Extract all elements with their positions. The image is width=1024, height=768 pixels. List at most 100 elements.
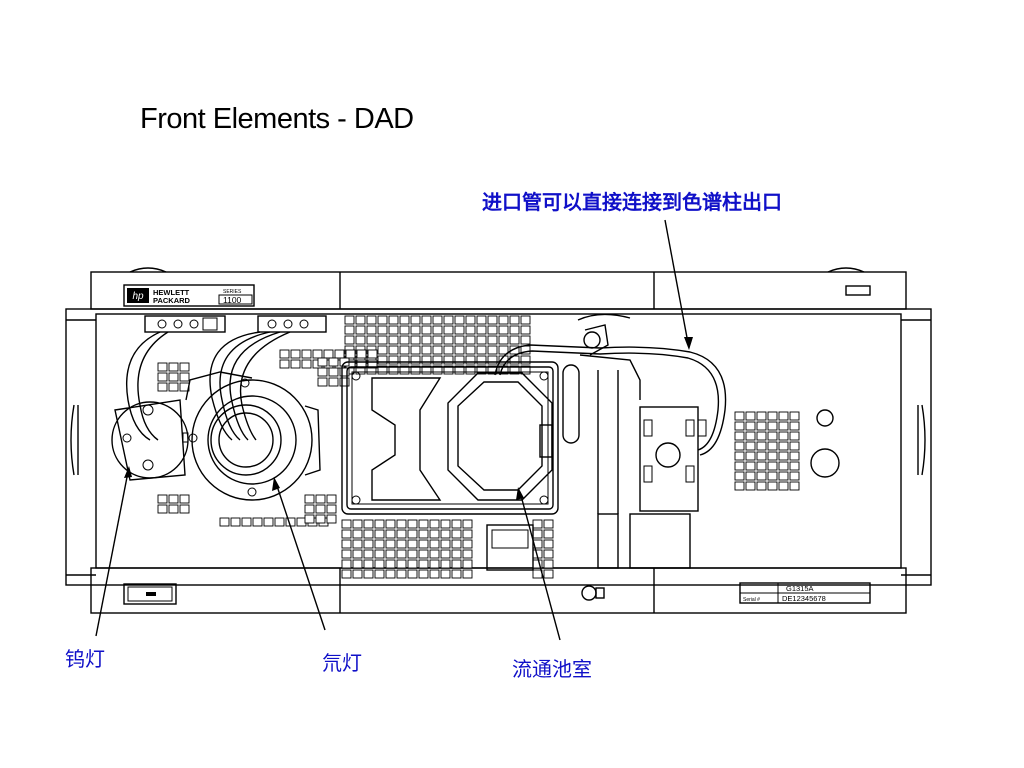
vent-hole bbox=[432, 335, 443, 345]
vent-hole bbox=[778, 481, 789, 491]
vent-hole bbox=[532, 529, 543, 539]
vent-hole bbox=[279, 359, 290, 369]
vent-hole bbox=[168, 362, 179, 372]
vent-hole bbox=[399, 355, 410, 365]
vent-hole bbox=[543, 539, 554, 549]
vent-hole bbox=[341, 549, 352, 559]
vent-hole bbox=[443, 345, 454, 355]
vent-hole bbox=[410, 345, 421, 355]
series-label: SERIES bbox=[223, 289, 242, 295]
vent-hole bbox=[341, 539, 352, 549]
vent-hole bbox=[789, 481, 800, 491]
vent-hole bbox=[451, 559, 462, 569]
vent-hole bbox=[317, 357, 328, 367]
vent-hole bbox=[219, 517, 230, 527]
vent-hole bbox=[410, 315, 421, 325]
vent-hole bbox=[543, 529, 554, 539]
vent-hole bbox=[326, 514, 337, 524]
vent-hole bbox=[157, 504, 168, 514]
vent-hole bbox=[443, 365, 454, 375]
vent-hole bbox=[462, 539, 473, 549]
vent-hole bbox=[476, 345, 487, 355]
vent-hole bbox=[279, 349, 290, 359]
vent-hole bbox=[443, 355, 454, 365]
vent-hole bbox=[312, 349, 323, 359]
vent-hole bbox=[352, 559, 363, 569]
vent-hole bbox=[440, 569, 451, 579]
vent-hole bbox=[451, 519, 462, 529]
vent-hole bbox=[328, 367, 339, 377]
vent-hole bbox=[363, 559, 374, 569]
vent-hole bbox=[157, 382, 168, 392]
vent-hole bbox=[487, 325, 498, 335]
main-frame bbox=[65, 308, 932, 586]
vent-grids bbox=[157, 315, 800, 579]
vent-hole bbox=[377, 355, 388, 365]
vent-hole bbox=[407, 529, 418, 539]
vent-hole bbox=[410, 335, 421, 345]
vent-hole bbox=[429, 519, 440, 529]
vent-hole bbox=[429, 549, 440, 559]
vent-hole bbox=[328, 357, 339, 367]
vent-hole bbox=[374, 539, 385, 549]
vent-hole bbox=[341, 569, 352, 579]
vent-hole bbox=[756, 451, 767, 461]
vent-hole bbox=[498, 335, 509, 345]
vent-hole bbox=[520, 315, 531, 325]
vent-hole bbox=[345, 349, 356, 359]
vent-hole bbox=[509, 345, 520, 355]
vent-hole bbox=[429, 529, 440, 539]
vent-hole bbox=[388, 355, 399, 365]
vent-hole bbox=[432, 345, 443, 355]
svg-text:hp: hp bbox=[132, 291, 144, 302]
vent-hole bbox=[745, 431, 756, 441]
deuterium-lamp bbox=[185, 315, 327, 501]
vent-hole bbox=[352, 519, 363, 529]
vent-hole bbox=[168, 494, 179, 504]
vent-hole bbox=[179, 504, 190, 514]
vent-hole bbox=[476, 315, 487, 325]
vent-hole bbox=[363, 529, 374, 539]
vent-hole bbox=[498, 315, 509, 325]
vent-hole bbox=[454, 365, 465, 375]
vent-hole bbox=[476, 335, 487, 345]
vent-hole bbox=[328, 377, 339, 387]
vent-hole bbox=[778, 471, 789, 481]
vent-hole bbox=[304, 514, 315, 524]
vent-hole bbox=[756, 481, 767, 491]
vent-hole bbox=[498, 325, 509, 335]
vent-hole bbox=[487, 365, 498, 375]
vent-hole bbox=[157, 362, 168, 372]
vent-hole bbox=[421, 315, 432, 325]
vent-hole bbox=[334, 349, 345, 359]
vent-hole bbox=[399, 345, 410, 355]
vent-hole bbox=[745, 461, 756, 471]
vent-hole bbox=[418, 519, 429, 529]
vent-hole bbox=[789, 451, 800, 461]
vent-hole bbox=[385, 529, 396, 539]
vent-hole bbox=[429, 569, 440, 579]
vent-hole bbox=[399, 335, 410, 345]
vent-hole bbox=[355, 325, 366, 335]
vent-hole bbox=[407, 559, 418, 569]
hp-badge: hp HEWLETT PACKARD SERIES 1100 bbox=[123, 284, 255, 307]
model-number: G1315A bbox=[786, 584, 814, 593]
vent-hole bbox=[385, 559, 396, 569]
vent-hole bbox=[157, 494, 168, 504]
vent-hole bbox=[339, 377, 350, 387]
vent-hole bbox=[352, 529, 363, 539]
vent-hole bbox=[789, 471, 800, 481]
vent-hole bbox=[418, 559, 429, 569]
vent-hole bbox=[734, 461, 745, 471]
vent-hole bbox=[421, 365, 432, 375]
vent-hole bbox=[344, 315, 355, 325]
vent-hole bbox=[767, 431, 778, 441]
vent-hole bbox=[388, 345, 399, 355]
vent-hole bbox=[767, 451, 778, 461]
vent-hole bbox=[252, 517, 263, 527]
vent-hole bbox=[745, 451, 756, 461]
vent-hole bbox=[509, 315, 520, 325]
vent-hole bbox=[396, 519, 407, 529]
flow-cell-label: 流通池室 bbox=[512, 657, 592, 681]
